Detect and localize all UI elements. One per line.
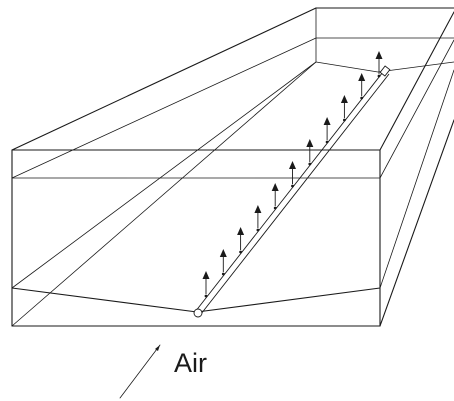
pipe-end-cap xyxy=(193,308,203,318)
air-label: Air xyxy=(174,348,207,378)
bubble-arrow xyxy=(358,73,366,100)
arrow-up-icon xyxy=(254,205,262,213)
bubble-arrow xyxy=(323,117,331,144)
bubble-arrow xyxy=(375,51,383,78)
arrow-up-icon xyxy=(289,161,296,169)
air-bubble-arrows xyxy=(202,51,383,298)
arrow-up-icon xyxy=(271,183,279,191)
bubble-arrow xyxy=(289,161,296,188)
bubble-source-dot xyxy=(360,96,364,100)
bubble-arrow xyxy=(237,227,245,254)
air-flow-arrow xyxy=(119,344,161,399)
arrow-up-icon xyxy=(219,249,227,257)
air-arrowhead-icon xyxy=(155,345,160,351)
bubble-arrow xyxy=(306,139,314,166)
bubble-source-dot xyxy=(273,206,277,210)
arrow-up-icon xyxy=(237,227,245,235)
bubble-source-dot xyxy=(221,272,225,276)
bubble-source-dot xyxy=(308,162,312,166)
arrow-up-icon xyxy=(323,117,331,125)
arrow-up-icon xyxy=(375,51,383,59)
arrow-up-icon xyxy=(358,73,366,81)
bubble-source-dot xyxy=(256,228,260,232)
arrow-up-icon xyxy=(340,95,348,103)
bubble-source-dot xyxy=(239,250,243,254)
bubble-source-dot xyxy=(291,184,294,188)
arrow-up-icon xyxy=(202,271,210,279)
bubble-source-dot xyxy=(343,118,346,122)
pipe-far-end xyxy=(379,65,391,77)
arrow-up-icon xyxy=(306,139,314,147)
bubble-arrow xyxy=(219,249,227,276)
bubble-arrow xyxy=(271,183,279,210)
diffuser-pipe xyxy=(193,65,391,318)
bubble-arrow xyxy=(340,95,348,122)
bubble-arrow xyxy=(254,205,262,232)
bubble-source-dot xyxy=(325,140,329,144)
bubble-source-dot xyxy=(204,294,208,298)
tank-outline xyxy=(11,7,454,327)
bubble-arrow xyxy=(202,271,210,298)
bubble-source-dot xyxy=(377,74,381,78)
